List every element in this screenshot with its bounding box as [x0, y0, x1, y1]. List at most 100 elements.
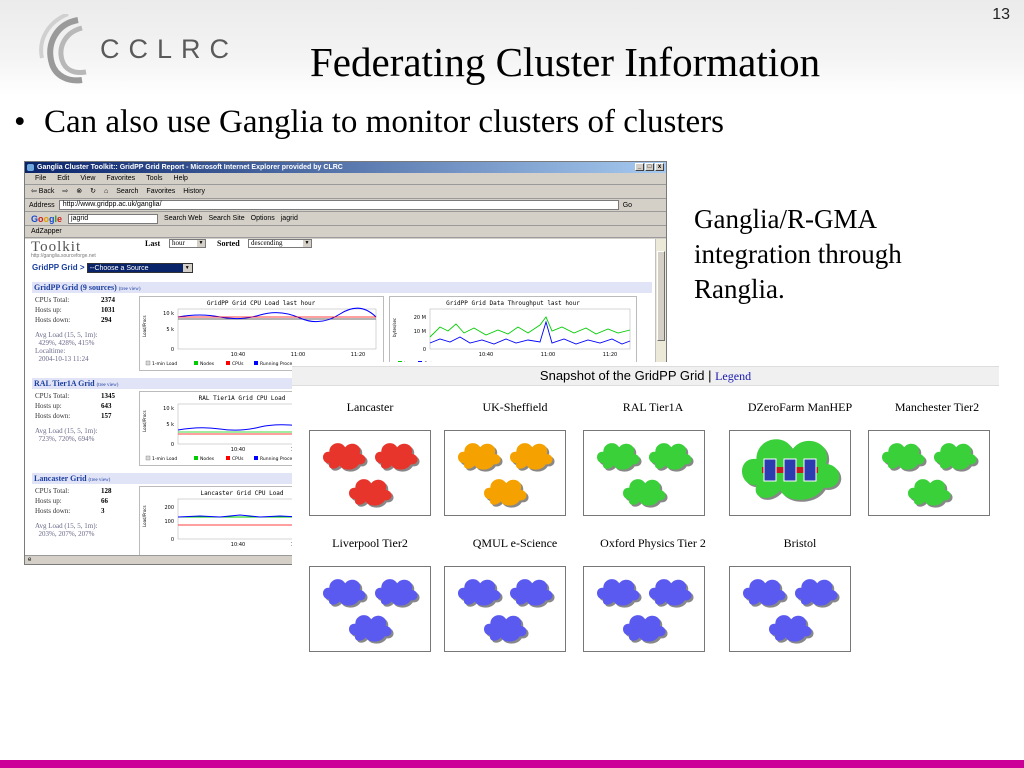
site-label[interactable]: DZeroFarm ManHEP: [747, 400, 853, 414]
last-label: Last: [145, 239, 161, 248]
svg-text:Nodes: Nodes: [200, 456, 215, 462]
cluster-clouds-icon: [323, 443, 420, 508]
tree-view-link[interactable]: (tree view): [96, 383, 119, 388]
svg-text:11:00: 11:00: [291, 352, 305, 358]
svg-text:GridPP Grid CPU Load last hour: GridPP Grid CPU Load last hour: [207, 300, 316, 307]
section-ral-stats: CPUs Total:1345 Hosts up:643 Hosts down:…: [35, 392, 115, 443]
source-select[interactable]: --Choose a Source▼: [86, 263, 193, 273]
site-label[interactable]: Liverpool Tier2: [332, 536, 408, 550]
jagrid-button[interactable]: jagrid: [280, 214, 298, 222]
cpu-load-graph-ral: RAL Tier1A Grid CPU Load Load/Procs 10 k…: [139, 391, 319, 466]
grid-nav: GridPP Grid > --Choose a Source▼: [32, 263, 193, 273]
site-label[interactable]: QMUL e-Science: [472, 536, 558, 550]
section-gridpp-title[interactable]: GridPP Grid (9 sources): [34, 283, 117, 292]
menu-file[interactable]: File: [35, 175, 47, 182]
close-button[interactable]: x: [655, 163, 664, 171]
slide-header: 13 CCLRC Federating Cluster Information: [0, 0, 1024, 96]
google-logo: Google: [31, 213, 63, 224]
menu-help[interactable]: Help: [173, 175, 188, 182]
cpu-load-graph-svg: GridPP Grid CPU Load last hour Load/Proc…: [142, 300, 377, 367]
google-toolbar: Google jagrid Search Web Search Site Opt…: [25, 212, 666, 226]
tree-view-link[interactable]: (tree view): [88, 478, 111, 483]
slide-number: 13: [992, 6, 1010, 23]
menu-view[interactable]: View: [80, 175, 96, 182]
site-cluster-box[interactable]: [583, 566, 705, 652]
svg-text:bytes/sec: bytes/sec: [392, 318, 397, 337]
svg-text:200: 200: [164, 505, 174, 511]
menu-favorites[interactable]: Favorites: [106, 175, 136, 182]
menu-edit[interactable]: Edit: [57, 175, 70, 182]
forward-button[interactable]: ⇨: [62, 188, 69, 195]
svg-text:0: 0: [171, 442, 174, 448]
search-button[interactable]: Search: [116, 188, 139, 195]
site-cluster-box[interactable]: [583, 430, 705, 516]
section-ral-title[interactable]: RAL Tier1A Grid: [34, 379, 95, 388]
minimize-button[interactable]: _: [635, 163, 644, 171]
last-select[interactable]: hour▼: [169, 239, 206, 248]
sorted-select[interactable]: descending▼: [248, 239, 312, 248]
google-search-input[interactable]: jagrid: [68, 213, 159, 224]
go-button[interactable]: Go: [622, 201, 633, 209]
browser-toolbar: ⇦ Back ⇨ ⊗ ↻ ⌂ Search Favorites History: [25, 185, 666, 199]
tree-view-link[interactable]: (tree view): [118, 287, 141, 292]
site-cluster-box[interactable]: [309, 566, 431, 652]
cluster-clouds-icon: [458, 579, 555, 644]
svg-text:10:40: 10:40: [231, 352, 245, 358]
site-label[interactable]: UK-Sheffield: [482, 400, 548, 414]
adzapper-link[interactable]: AdZapper: [31, 228, 62, 235]
site-cluster-box[interactable]: [729, 430, 851, 516]
address-label: Address: [29, 201, 55, 209]
slide-title: Federating Cluster Information: [310, 39, 821, 85]
side-note: Ganglia/R-GMA integration through Rangli…: [694, 204, 902, 304]
site-label[interactable]: Oxford Physics Tier 2: [600, 536, 706, 550]
favorites-button[interactable]: Favorites: [146, 188, 176, 195]
svg-text:10 k: 10 k: [163, 406, 174, 412]
address-input[interactable]: http://www.gridpp.ac.uk/ganglia/: [58, 200, 619, 210]
bullet-text: Can also use Ganglia to monitor clusters…: [44, 104, 725, 140]
grid-nav-link[interactable]: GridPP Grid >: [32, 263, 85, 273]
site-label[interactable]: Bristol: [783, 536, 817, 550]
throughput-graph-svg: GridPP Grid Data Throughput last hour by…: [392, 300, 631, 367]
search-site-button[interactable]: Search Site: [208, 214, 245, 222]
svg-text:Load/Procs: Load/Procs: [142, 505, 147, 527]
menu-tools[interactable]: Tools: [146, 175, 163, 182]
section-lancaster-stats: CPUs Total:128 Hosts up:66 Hosts down:3 …: [35, 487, 112, 538]
site-cluster-box[interactable]: [309, 430, 431, 516]
svg-text:1-min Load: 1-min Load: [152, 361, 177, 367]
site-cluster-box[interactable]: [868, 430, 990, 516]
legend-link[interactable]: Legend: [715, 369, 752, 383]
snapshot-header: Snapshot of the GridPP Grid | Legend: [292, 366, 999, 386]
site-label[interactable]: RAL Tier1A: [622, 400, 684, 414]
sorted-label: Sorted: [217, 239, 240, 248]
maximize-button[interactable]: □: [645, 163, 654, 171]
svg-text:10:40: 10:40: [231, 447, 245, 453]
cluster-clouds-icon: [458, 443, 555, 508]
search-web-button[interactable]: Search Web: [164, 214, 203, 222]
section-lancaster-title[interactable]: Lancaster Grid: [34, 474, 87, 483]
svg-text:Nodes: Nodes: [200, 361, 215, 367]
snapshot-title: Snapshot of the GridPP Grid: [539, 368, 705, 383]
ie-icon: [27, 164, 34, 171]
svg-text:0: 0: [171, 537, 174, 543]
cluster-clouds-icon: [597, 443, 694, 508]
history-button[interactable]: History: [183, 188, 205, 195]
svg-text:10 k: 10 k: [163, 311, 174, 317]
svg-text:0: 0: [171, 347, 174, 353]
site-label[interactable]: Lancaster: [346, 400, 394, 414]
site-cluster-box[interactable]: [444, 430, 566, 516]
home-icon[interactable]: ⌂: [104, 188, 109, 195]
svg-text:100: 100: [164, 519, 174, 525]
svg-text:CPUs: CPUs: [232, 456, 244, 462]
cluster-clouds-icon: [743, 579, 840, 644]
refresh-icon[interactable]: ↻: [90, 188, 96, 195]
stop-icon[interactable]: ⊗: [76, 188, 83, 195]
scrollbar-thumb[interactable]: [657, 251, 665, 341]
cluster-clouds-icon: [597, 579, 694, 644]
back-button[interactable]: ⇦ Back: [31, 188, 55, 195]
site-label[interactable]: Manchester Tier2: [894, 400, 980, 414]
svg-text:Running Processes: Running Processes: [260, 361, 303, 367]
section-gridpp-stats: CPUs Total:2374 Hosts up:1031 Hosts down…: [35, 296, 115, 363]
site-cluster-box[interactable]: [444, 566, 566, 652]
options-button[interactable]: Options: [250, 214, 275, 222]
site-cluster-box[interactable]: [729, 566, 851, 652]
